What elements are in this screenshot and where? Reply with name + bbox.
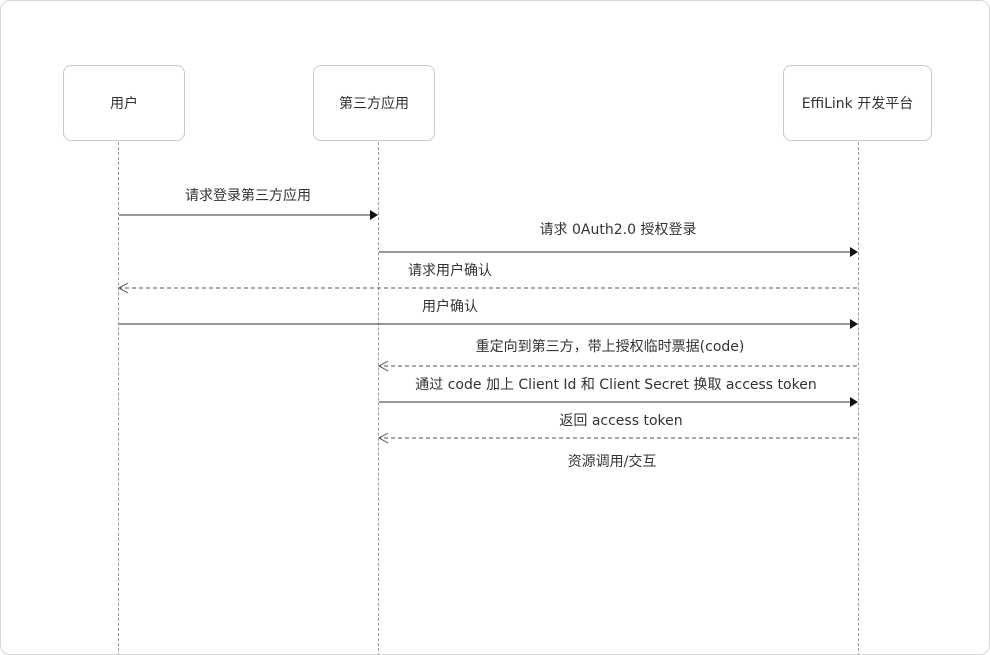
message-1-label: 请求登录第三方应用 bbox=[185, 188, 311, 204]
participant-user: 用户 bbox=[63, 65, 185, 141]
message-4-label: 用户确认 bbox=[422, 299, 478, 315]
message-5-arrowhead bbox=[377, 360, 389, 372]
message-6-arrowhead bbox=[850, 397, 858, 407]
message-3-arrowhead bbox=[117, 282, 129, 294]
lifeline-platform bbox=[858, 142, 859, 654]
message-4-arrowhead bbox=[850, 319, 858, 329]
participant-app: 第三方应用 bbox=[313, 65, 435, 141]
message-7-label: 返回 access token bbox=[559, 413, 683, 429]
message-6-label: 通过 code 加上 Client Id 和 Client Secret 换取 … bbox=[415, 377, 817, 393]
message-2-arrowhead bbox=[850, 247, 858, 257]
participant-user-label: 用户 bbox=[110, 96, 138, 112]
lifeline-user bbox=[118, 142, 119, 654]
participant-platform-label: EffiLink 开发平台 bbox=[801, 96, 914, 112]
message-5-label: 重定向到第三方，带上授权临时票据(code) bbox=[475, 339, 745, 355]
lifeline-app bbox=[378, 142, 379, 654]
participant-platform: EffiLink 开发平台 bbox=[783, 65, 932, 141]
message-3-label: 请求用户确认 bbox=[408, 263, 492, 279]
message-8-label: 资源调用/交互 bbox=[567, 454, 657, 470]
message-1-arrowhead bbox=[370, 210, 378, 220]
message-2-label: 请求 0Auth2.0 授权登录 bbox=[539, 222, 697, 238]
message-7-arrowhead bbox=[377, 432, 389, 444]
participant-app-label: 第三方应用 bbox=[339, 96, 409, 112]
